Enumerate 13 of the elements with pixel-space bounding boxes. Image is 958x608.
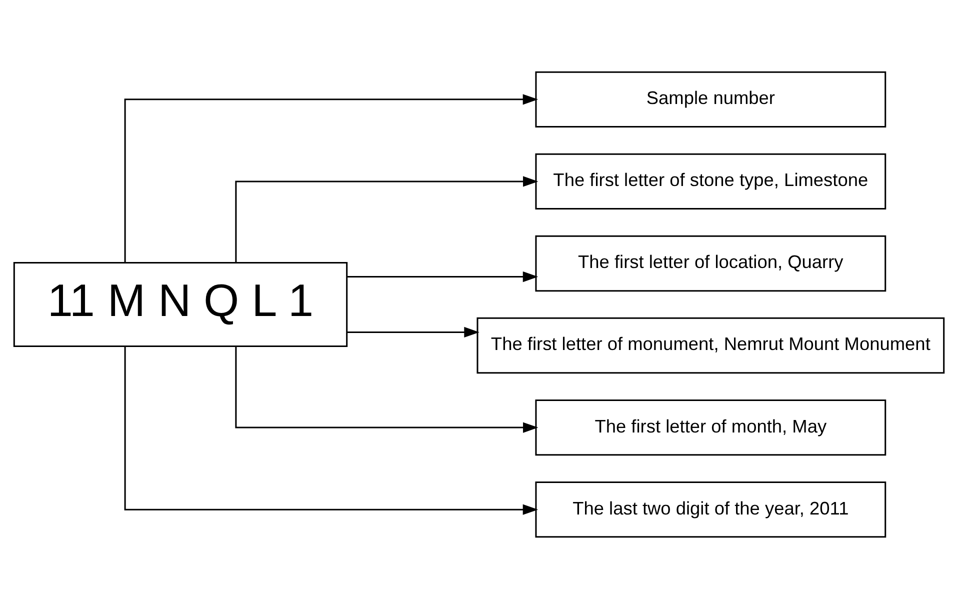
arrow — [124, 346, 538, 514]
arrow — [124, 94, 538, 262]
node-box: 11 M N Q L 1 — [13, 261, 348, 347]
arrow — [348, 326, 480, 338]
node-box: The first letter of location, Quarry — [535, 234, 886, 292]
node-box: The last two digit of the year, 2011 — [535, 480, 886, 538]
node-box: The first letter of stone type, Limestone — [535, 152, 886, 210]
node-box: The first letter of monument, Nemrut Mount Monument — [476, 316, 945, 374]
node-box: The first letter of month, May — [535, 398, 886, 456]
node-box: Sample number — [535, 70, 886, 128]
arrow — [235, 176, 538, 262]
arrow — [235, 346, 538, 432]
arrow — [348, 270, 538, 282]
